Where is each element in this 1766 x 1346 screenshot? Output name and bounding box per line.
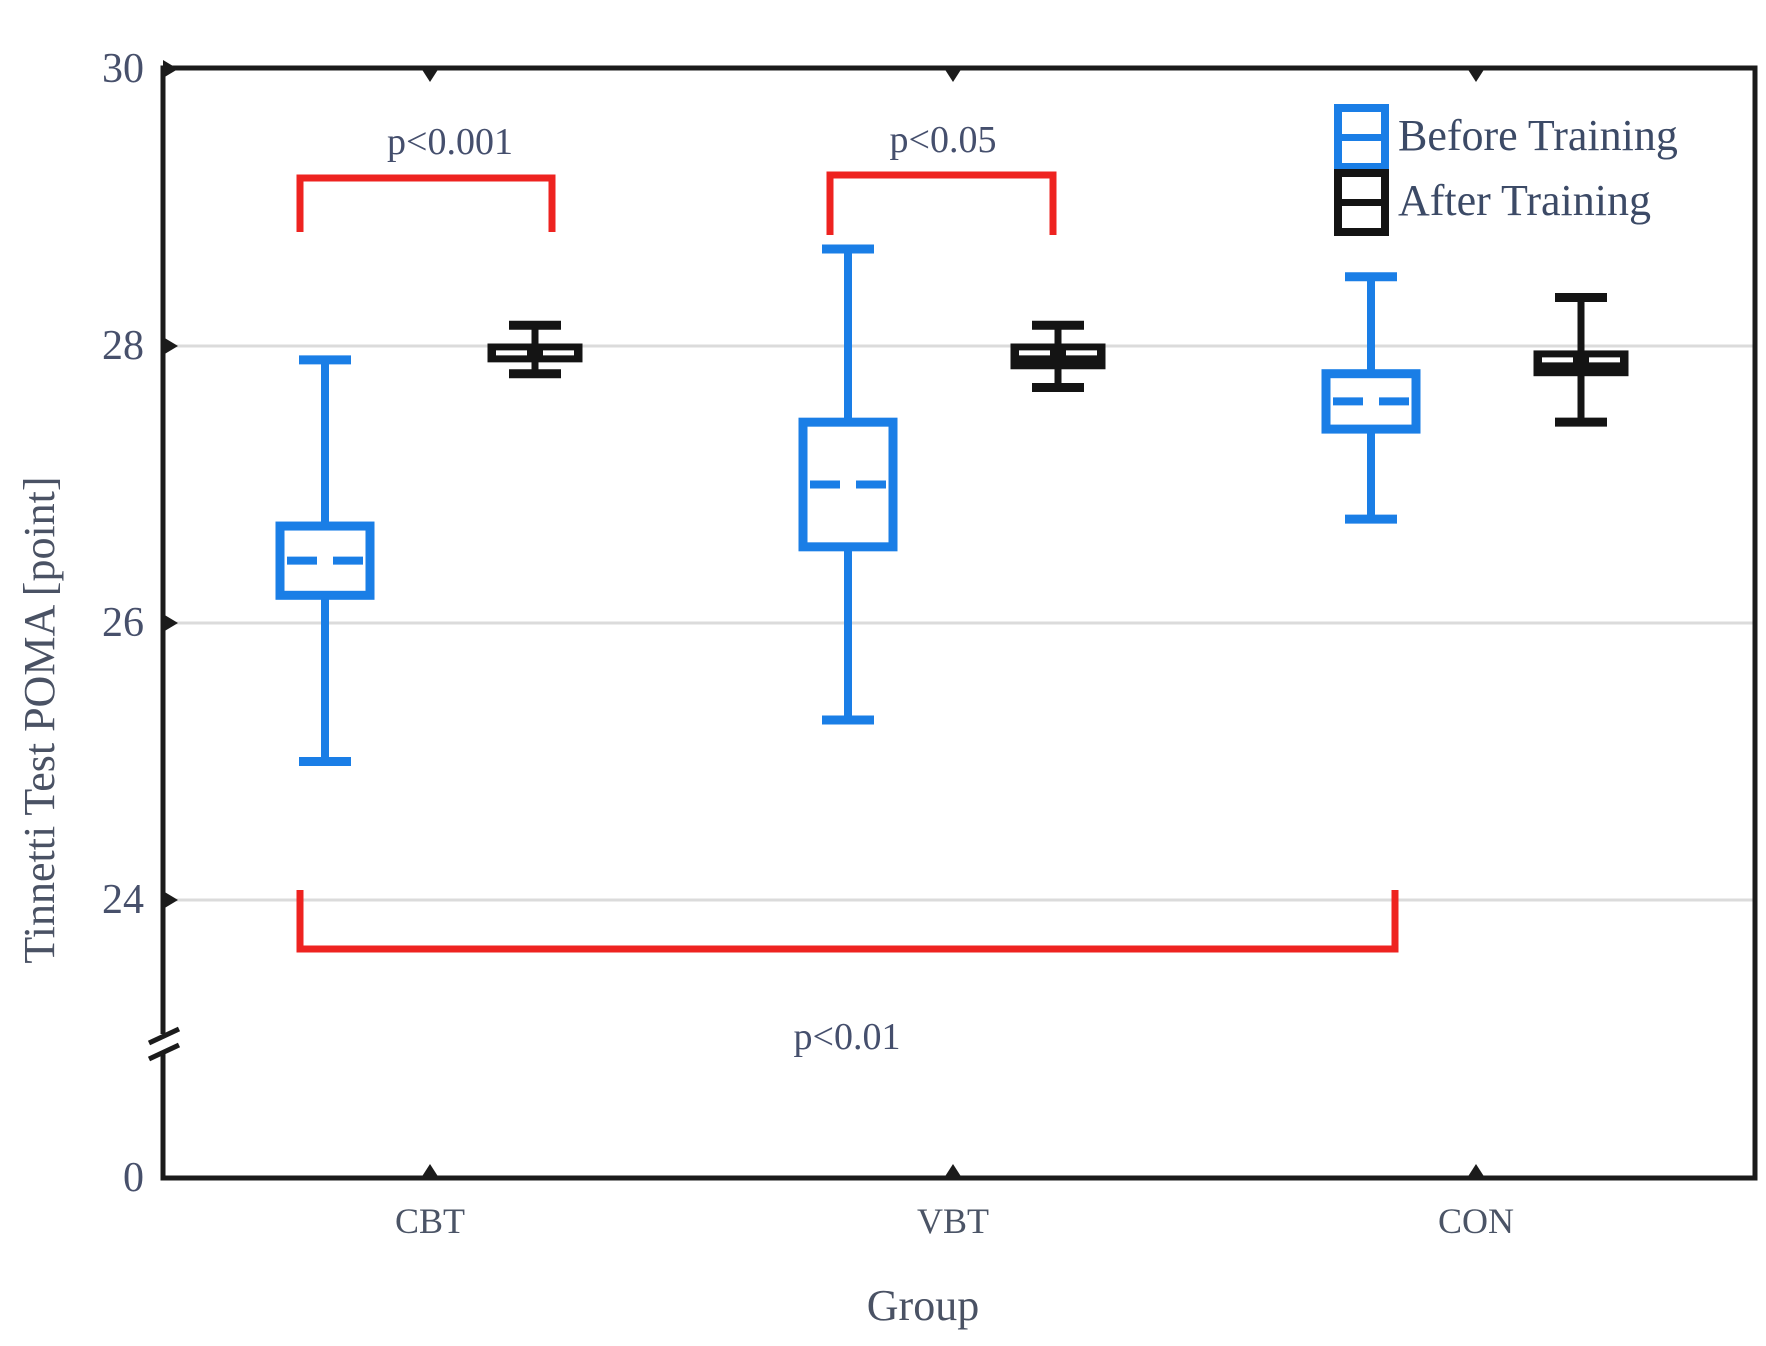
y-tick-24 <box>163 891 178 909</box>
p-value-label-1: p<0.001 <box>387 121 513 163</box>
boxplot-cbt-before <box>275 355 375 766</box>
iqr-box <box>487 343 583 363</box>
y-tick-label-28: 28 <box>102 323 144 369</box>
iqr-box <box>1533 350 1629 377</box>
legend-item-before-training <box>1334 104 1389 171</box>
significance-bracket-2 <box>826 171 1057 235</box>
x-tick-bottom-cbt <box>421 1164 439 1178</box>
group-label-con: CON <box>1437 1201 1514 1241</box>
boxplot-cbt-after <box>487 320 583 379</box>
group-label-vbt: VBT <box>917 1201 989 1241</box>
y-axis-break-mark-0 <box>147 1026 181 1046</box>
x-tick-bottom-vbt <box>944 1164 962 1178</box>
group-label-cbt: CBT <box>394 1201 465 1241</box>
boxplot-con-before <box>1321 272 1421 524</box>
y-axis-title: Tinnetti Test POMA [point] <box>15 476 64 964</box>
boxplot-vbt-before <box>798 244 898 725</box>
x-tick-bottom-con <box>1467 1164 1485 1178</box>
y-tick-label-26: 26 <box>102 600 144 646</box>
y-tick-label-24: 24 <box>102 877 144 923</box>
x-tick-top-con <box>1467 68 1485 82</box>
y-tick-30 <box>163 60 178 78</box>
y-tick-label-0: 0 <box>123 1155 144 1201</box>
legend-item-after-training <box>1334 169 1389 236</box>
x-tick-top-cbt <box>421 68 439 82</box>
p-value-label-2: p<0.05 <box>889 119 997 161</box>
y-tick-label-30: 30 <box>102 46 144 92</box>
significance-bracket-1 <box>296 174 556 232</box>
y-tick-26 <box>163 614 178 632</box>
boxplot-vbt-after <box>1010 320 1106 393</box>
x-axis-title: Group <box>866 1281 980 1330</box>
y-axis-break-mark-1 <box>147 1042 181 1062</box>
boxplot-con-after <box>1533 293 1629 427</box>
p-value-label-3: p<0.01 <box>793 1016 901 1058</box>
legend-label-after-training: After Training <box>1398 175 1651 225</box>
y-tick-28 <box>163 337 178 355</box>
iqr-box <box>1010 343 1106 370</box>
significance-bracket-3 <box>296 890 1399 953</box>
legend-label-before-training: Before Training <box>1398 110 1678 160</box>
x-tick-top-vbt <box>944 68 962 82</box>
